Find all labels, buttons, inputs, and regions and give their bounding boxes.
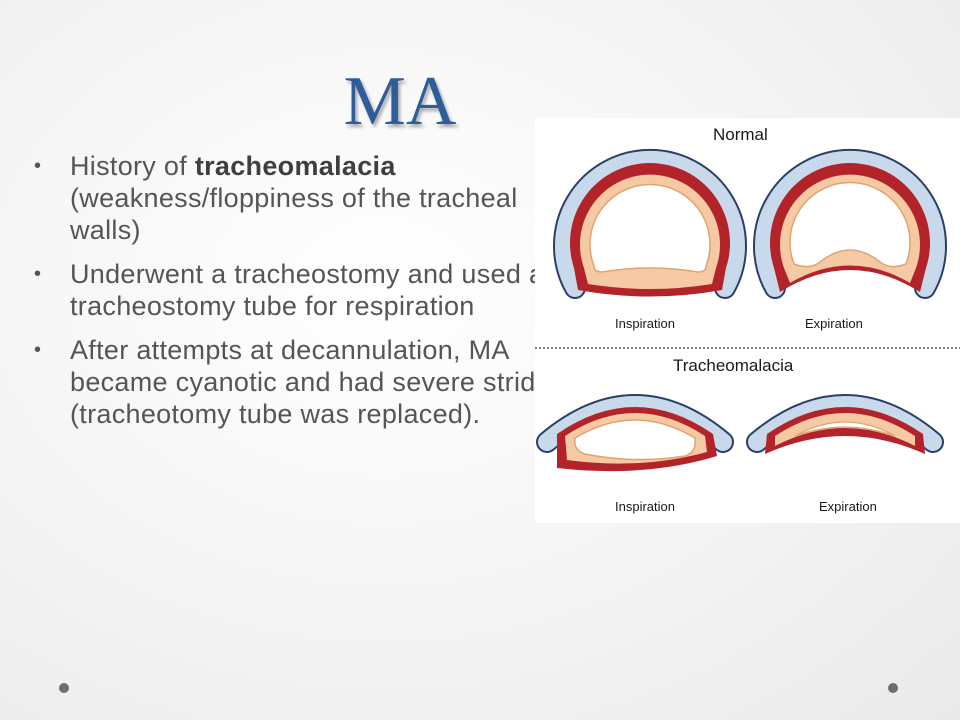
tracheomalacia-heading: Tracheomalacia <box>673 356 794 375</box>
trachea-diagram-svg: Normal Tracheomalacia Inspiration <box>535 125 960 514</box>
normal-inspiration-label: Inspiration <box>615 316 675 331</box>
bullet-bold-term: tracheomalacia <box>194 151 396 181</box>
bullet-text-continued: (weakness/floppiness of the tracheal wal… <box>70 183 518 245</box>
bullet-text: After attempts at decannulation, MA beca… <box>70 335 561 429</box>
normal-expiration-label: Expiration <box>805 316 863 331</box>
normal-expiration-cross-section <box>753 149 947 299</box>
corner-dot-left <box>59 683 69 693</box>
tracheomalacia-inspiration-label: Inspiration <box>615 499 675 514</box>
bullet-icon: • <box>34 263 42 285</box>
tracheomalacia-expiration-cross-section <box>746 394 944 454</box>
bullet-item-tracheostomy: • Underwent a tracheostomy and used a tr… <box>30 258 590 322</box>
bullet-item-decannulation: • After attempts at decannulation, MA be… <box>30 334 590 430</box>
tracheomalacia-inspiration-cross-section <box>536 394 734 472</box>
slide-title: MA <box>343 63 457 140</box>
normal-inspiration-cross-section <box>553 149 747 299</box>
bullet-icon: • <box>34 339 42 361</box>
bullet-text: History of <box>70 151 195 181</box>
corner-dot-right <box>888 683 898 693</box>
trachea-diagram: Normal Tracheomalacia Inspiration <box>535 118 960 523</box>
tracheomalacia-expiration-label: Expiration <box>819 499 877 514</box>
normal-heading: Normal <box>713 125 768 144</box>
bullet-item-history: • History of tracheomalacia (weakness/fl… <box>30 150 590 246</box>
bullet-icon: • <box>34 155 42 177</box>
bullet-list: • History of tracheomalacia (weakness/fl… <box>30 150 590 442</box>
bullet-text: Underwent a tracheostomy and used a trac… <box>70 259 545 321</box>
